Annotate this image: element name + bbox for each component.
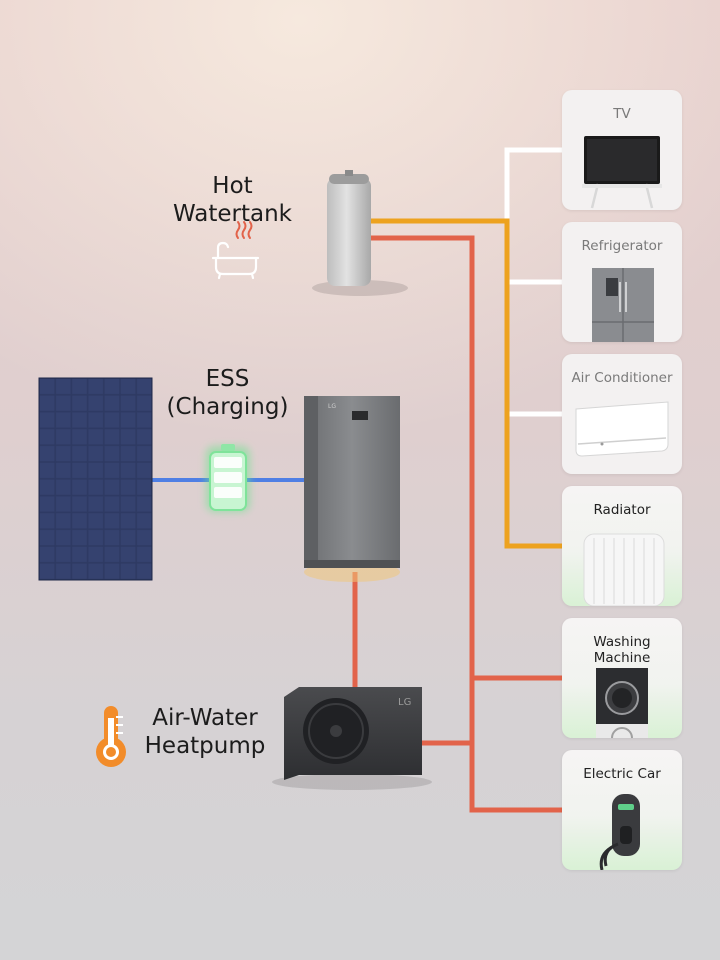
tv-icon <box>582 136 662 209</box>
appliance-card-radiator: Radiator <box>562 486 682 606</box>
svg-text:LG: LG <box>398 697 411 708</box>
hot-watertank-label-line1: Hot <box>212 173 253 199</box>
ess-label: ESS (Charging) <box>140 365 315 421</box>
heatpump-label-line1: Air-Water <box>152 705 258 731</box>
appliance-card-electric-car: Electric Car <box>562 750 682 870</box>
air-conditioner-icon <box>575 401 669 457</box>
ess-label-line2: (Charging) <box>166 394 289 421</box>
appliance-label-air-conditioner: Air Conditioner <box>571 370 673 386</box>
appliance-label-tv: TV <box>613 106 631 122</box>
ev-charger-icon <box>599 794 640 870</box>
heatpump-label-line2: Heatpump <box>144 733 266 760</box>
appliance-label-refrigerator: Refrigerator <box>581 238 663 254</box>
radiator-icon <box>583 533 665 606</box>
washing-machine-icon <box>596 668 648 738</box>
appliance-label-washing-machine-line2: Machine <box>593 650 651 667</box>
appliance-card-tv: TV <box>562 90 682 210</box>
hot-watertank-label: Hot Watertank <box>150 172 315 228</box>
heatpump-label: Air-Water Heatpump <box>130 704 280 760</box>
appliance-label-washing-machine: Washing Machine <box>562 634 682 666</box>
appliance-label-electric-car: Electric Car <box>583 766 661 782</box>
hot-water-line <box>370 218 562 549</box>
appliance-card-refrigerator: Refrigerator <box>562 222 682 342</box>
appliance-label-washing-machine-line1: Washing <box>593 634 651 650</box>
appliance-label-radiator: Radiator <box>593 502 651 518</box>
svg-text:LG: LG <box>328 403 336 410</box>
appliance-card-washing-machine: Washing Machine <box>562 618 682 738</box>
appliance-card-air-conditioner: Air Conditioner <box>562 354 682 474</box>
ess-label-line1: ESS <box>205 366 250 392</box>
heat-lines <box>352 235 562 813</box>
hot-watertank-label-line2: Watertank <box>173 201 292 228</box>
refrigerator-icon <box>592 268 654 342</box>
